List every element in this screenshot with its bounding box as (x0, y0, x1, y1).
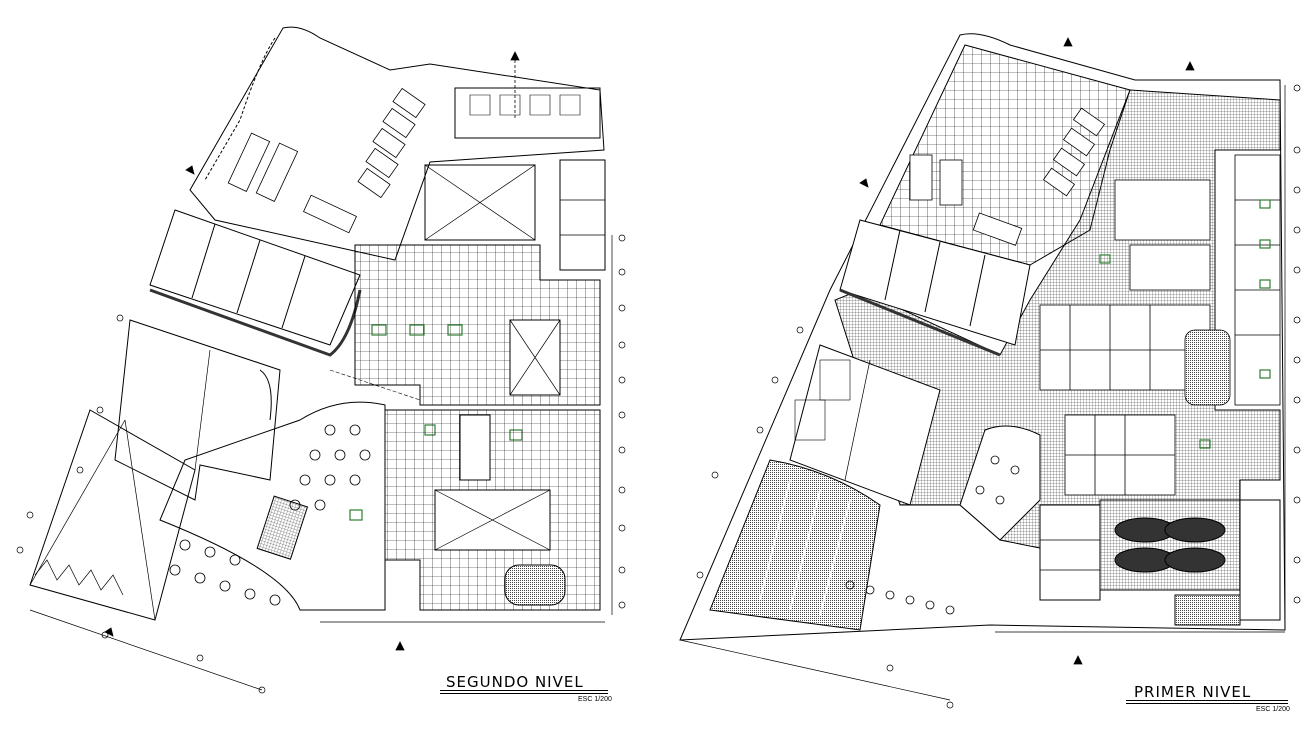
dining-tables-right (845, 455, 1020, 615)
title-underline-primer (1126, 700, 1288, 701)
parked-cars (227, 87, 426, 234)
title-underline-primer-thin (1126, 703, 1288, 704)
dining-tables (169, 424, 371, 606)
segundo-nivel-plan (16, 26, 626, 694)
grid-axes (16, 234, 626, 694)
title-underline-segundo (440, 690, 608, 691)
office-rooms (1039, 154, 1281, 496)
planter-strip (149, 288, 362, 357)
parked-cars-right (909, 107, 1106, 246)
primer-nivel-plan (679, 33, 1301, 709)
lower-restaurant (959, 425, 1041, 541)
parking-outline (189, 26, 605, 261)
classroom-block (789, 344, 941, 506)
plan-scale-primer-nivel: ESC 1/200 (1256, 706, 1290, 713)
parking-bays (149, 209, 361, 346)
restroom-block (454, 87, 601, 139)
parking-bays-right (839, 219, 1031, 346)
plan-scale-segundo-nivel: ESC 1/200 (578, 696, 612, 703)
tiled-floor (354, 244, 601, 406)
north-markers (104, 37, 1195, 665)
grid-axes-right (696, 84, 1301, 709)
atrium-upper (424, 164, 536, 241)
left-lower-block (114, 319, 281, 501)
central-plaza (1099, 499, 1241, 591)
site-boundary (679, 33, 1286, 641)
plan-title-primer-nivel: PRIMER NIVEL (1134, 683, 1252, 701)
plan-title-segundo-nivel: SEGUNDO NIVEL (446, 673, 584, 691)
restaurant-area (159, 401, 386, 611)
auditorium (709, 459, 881, 631)
office-furniture-right (1099, 199, 1271, 449)
title-underline-segundo-thin (440, 693, 608, 694)
